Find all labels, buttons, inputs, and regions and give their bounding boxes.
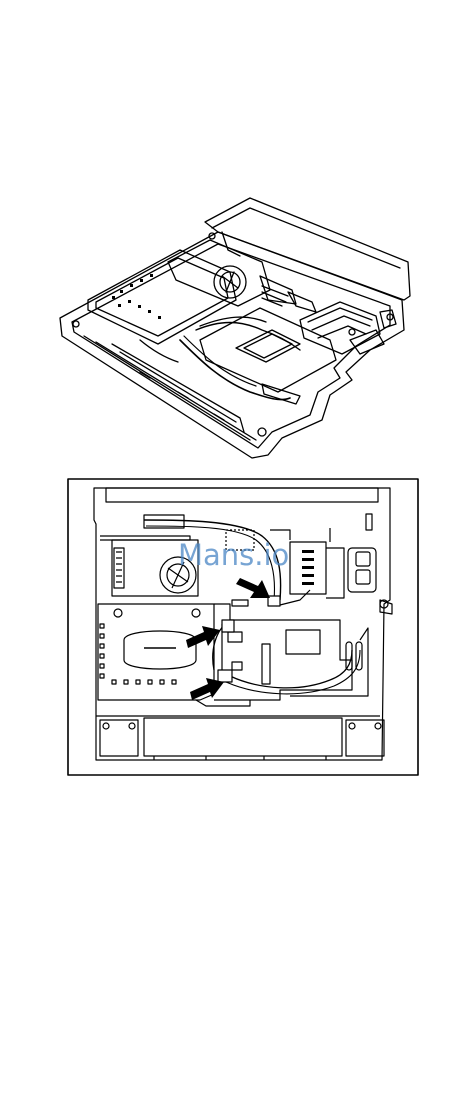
chassis-outline-plan: [93, 487, 391, 761]
fan-housing: [167, 239, 271, 307]
cable-run: [179, 339, 291, 401]
fan-circle-plan: [159, 556, 197, 594]
fan-circle: [213, 265, 247, 299]
card-slot-plan: [289, 541, 327, 595]
cpu-plan: [285, 629, 321, 655]
chassis-inner-rim: [71, 243, 391, 449]
arrow-2: [186, 626, 220, 648]
card-slot: [299, 301, 381, 355]
arrow-3: [190, 678, 224, 700]
laptop-isometric-figure: [59, 197, 411, 459]
hdd-bay: [87, 249, 237, 345]
cpu-chip: [235, 329, 301, 363]
watermark-text: Mans.io: [178, 538, 290, 572]
rear-hinge-bar: [204, 197, 411, 301]
arrow-1: [236, 578, 270, 598]
hdd-region: [97, 603, 215, 701]
chassis-outline: [59, 231, 405, 459]
fan-compartment: [111, 539, 199, 597]
cable-plan: [143, 519, 282, 601]
figure-frame: [67, 478, 419, 776]
front-rail: [143, 717, 343, 757]
hdd-label-recess: [123, 630, 197, 670]
